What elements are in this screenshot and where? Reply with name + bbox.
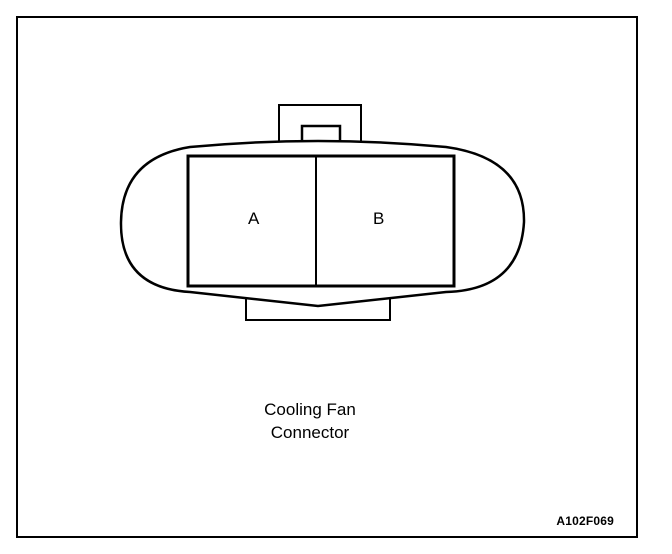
pin-label-b: B: [373, 209, 384, 228]
diagram-frame: [16, 16, 638, 538]
figure-id: A102F069: [556, 514, 614, 528]
locking-latch: [300, 124, 342, 144]
caption-line-1: Cooling Fan: [264, 400, 356, 419]
pin-label-a: A: [248, 209, 260, 228]
diagram-caption: Cooling Fan Connector: [200, 398, 420, 444]
terminal-cavity: [186, 154, 456, 288]
caption-line-2: Connector: [270, 423, 350, 442]
